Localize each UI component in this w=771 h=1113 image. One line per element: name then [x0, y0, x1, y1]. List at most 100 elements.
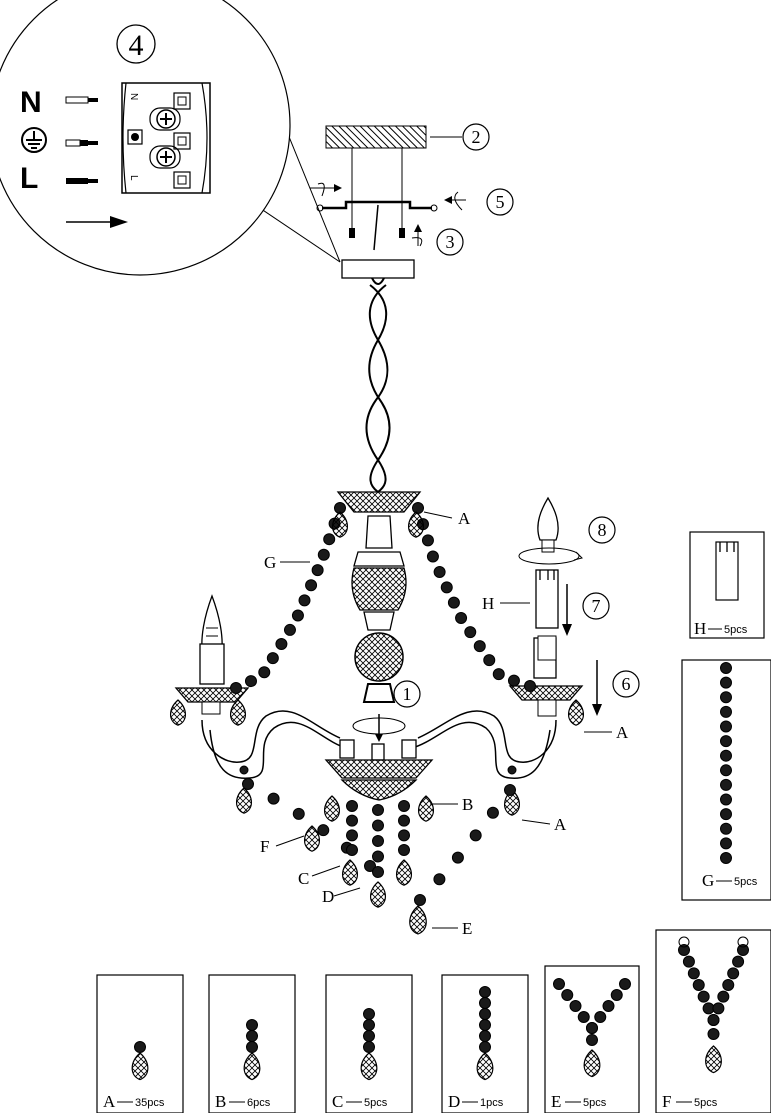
bead — [602, 1000, 615, 1012]
crystal-drop — [341, 859, 359, 886]
bead — [433, 566, 446, 579]
part-a-qty: 35pcs — [135, 1097, 165, 1109]
part-e-letter: E — [551, 1092, 561, 1111]
callout-h: H — [482, 594, 494, 613]
callout-e: E — [462, 919, 472, 938]
terminal-block: N L — [121, 82, 211, 194]
bead — [398, 829, 410, 842]
part-box-a: A 35pcs — [96, 974, 184, 1113]
bead — [364, 860, 376, 872]
bead — [479, 986, 491, 998]
bead — [492, 668, 505, 681]
chain — [365, 204, 391, 493]
bead — [346, 829, 358, 842]
bead — [594, 1011, 607, 1023]
part-b-letter: B — [215, 1092, 226, 1111]
step-4-number: 4 — [129, 29, 144, 62]
bead — [504, 784, 516, 796]
bead — [363, 1008, 375, 1020]
bead — [447, 596, 460, 609]
part-d-letter: D — [448, 1092, 460, 1111]
part-g-qty: 5pcs — [734, 876, 758, 888]
bead — [610, 989, 623, 1001]
bead — [311, 564, 324, 577]
bead — [292, 807, 305, 820]
bead — [421, 534, 434, 547]
neutral-label: N — [20, 86, 42, 119]
callout-a-right-lower: A — [554, 815, 567, 834]
part-box-e: E 5pcs — [544, 965, 640, 1113]
part-c-letter: C — [332, 1092, 343, 1111]
bead — [317, 824, 330, 837]
bead — [720, 778, 732, 791]
bead — [732, 955, 745, 968]
bead — [464, 626, 477, 639]
bead — [479, 1041, 491, 1053]
ceiling-mount: 2 5 3 — [310, 123, 514, 279]
crystal-drop — [409, 905, 427, 935]
step-3-number: 3 — [446, 232, 455, 252]
bead — [720, 691, 732, 704]
bead — [372, 850, 384, 863]
part-f-qty: 5pcs — [694, 1097, 718, 1109]
bead — [697, 990, 710, 1003]
bead — [692, 979, 705, 991]
callout-f: F — [260, 837, 269, 856]
bead — [346, 814, 358, 827]
bead — [398, 814, 410, 827]
bead — [479, 997, 491, 1009]
part-a-letter: A — [103, 1092, 116, 1111]
bead — [561, 989, 574, 1001]
bead — [678, 944, 690, 956]
earth-icon — [21, 127, 47, 153]
step-5-number: 5 — [496, 192, 505, 212]
bead — [553, 978, 565, 990]
bead — [230, 682, 242, 694]
bead — [507, 674, 520, 687]
crystal-drop — [567, 699, 585, 726]
insert-direction-arrow — [66, 216, 128, 228]
center-column — [336, 491, 422, 703]
bead — [398, 800, 410, 812]
crystal-drop — [417, 795, 435, 822]
bead — [242, 778, 254, 790]
bead — [258, 666, 271, 679]
bead — [363, 1019, 375, 1031]
callout-c: C — [298, 869, 309, 888]
bead — [266, 652, 279, 665]
terminal-n-label: N — [128, 93, 139, 100]
terminal-l-label: L — [128, 175, 139, 181]
bead — [244, 675, 257, 688]
bead — [363, 1030, 375, 1042]
callout-d: D — [322, 887, 334, 906]
crystal-drop — [395, 859, 413, 886]
bead — [239, 765, 249, 775]
bead — [707, 1014, 720, 1026]
step-6-number: 6 — [622, 674, 631, 694]
bead — [283, 623, 296, 636]
bead — [720, 822, 732, 835]
bead — [346, 800, 358, 812]
bead — [507, 765, 517, 775]
crystal-drop — [303, 825, 321, 852]
bead — [720, 808, 732, 821]
bead — [682, 955, 695, 968]
crystal-drop — [323, 795, 341, 822]
bead — [372, 804, 384, 816]
bead — [412, 502, 424, 514]
bead — [372, 866, 384, 878]
bead — [720, 676, 732, 689]
bead — [317, 548, 330, 561]
bead — [569, 1000, 582, 1012]
bead — [433, 873, 446, 886]
step-4-circle — [116, 24, 156, 64]
bead — [323, 533, 336, 546]
bead — [586, 1022, 598, 1034]
crystal-drop — [476, 1052, 494, 1081]
bead — [426, 550, 439, 563]
bead — [414, 894, 426, 906]
part-e-qty: 5pcs — [583, 1097, 607, 1109]
